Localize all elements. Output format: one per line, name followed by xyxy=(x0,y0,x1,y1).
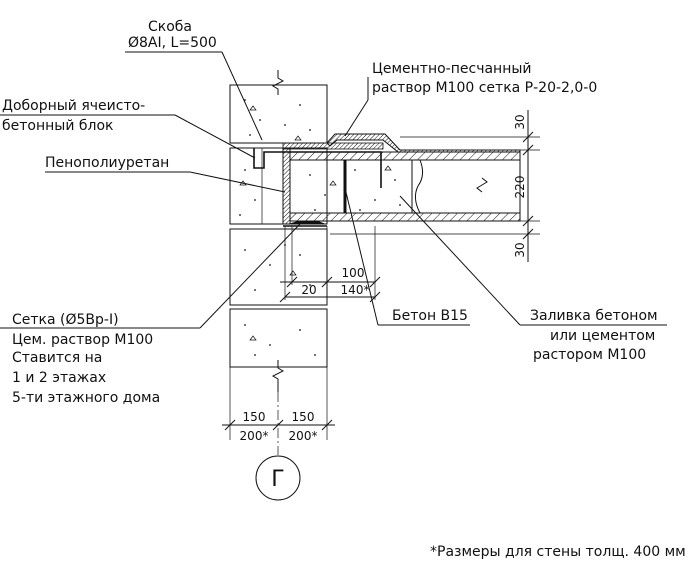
dim-140: 140* xyxy=(341,283,370,297)
dim-top-30: 30 xyxy=(513,114,527,129)
label-setka-line3: Ставится на xyxy=(12,350,102,366)
label-skoba: Скоба xyxy=(148,19,192,35)
dim-left-200: 200* xyxy=(240,429,269,443)
label-setka-line5: 5-ти этажного дома xyxy=(12,390,160,406)
label-setka-line1: Сетка (Ø5Вр-I) xyxy=(12,312,119,328)
leader-lines xyxy=(0,51,667,329)
block-upper xyxy=(229,84,328,144)
label-polyurethane: Пенополиуретан xyxy=(45,155,169,171)
dim-left-150: 150 xyxy=(243,410,266,424)
dim-right-150: 150 xyxy=(292,410,315,424)
mesh-mortar-joint xyxy=(283,221,327,227)
block-second xyxy=(229,147,328,225)
floor-slab xyxy=(289,151,521,222)
dim-100: 100 xyxy=(342,266,365,280)
dimension-bottom: 150 150 200* 200* xyxy=(222,367,335,443)
label-setka-line2: Цем. раствор М100 xyxy=(12,332,153,348)
cement-mortar-screed xyxy=(326,133,521,153)
dimension-bearing: 20 100 140* xyxy=(279,226,381,303)
dimension-right: 30 220 30 xyxy=(330,110,540,262)
wall-break-lines xyxy=(271,70,285,455)
dim-right-200: 200* xyxy=(289,429,318,443)
label-setka-line4: 1 и 2 этажах xyxy=(12,370,106,386)
dim-mid-220: 220 xyxy=(513,176,527,199)
bracket-rod xyxy=(253,148,382,188)
label-zaliv-line1: Заливка бетоном xyxy=(530,308,658,324)
block-lower xyxy=(229,308,328,368)
label-dobor-line1: Доборный ячеисто- xyxy=(2,98,145,114)
label-zaliv-line2: или цементом xyxy=(550,328,655,344)
label-cement-line1: Цементно-песчанный xyxy=(372,61,532,77)
dim-20: 20 xyxy=(301,283,316,297)
axis-letter: Г xyxy=(271,467,284,492)
label-cement-line2: раствор М100 сетка Р-20-2,0-0 xyxy=(372,80,597,96)
footnote: *Размеры для стены толщ. 400 мм xyxy=(430,544,686,560)
concrete-texture xyxy=(239,99,401,356)
label-zaliv-line3: растором М100 xyxy=(533,347,646,363)
dim-bot-30: 30 xyxy=(513,242,527,257)
label-dobor-line2: бетонный блок xyxy=(2,118,113,134)
label-beton: Бетон В15 xyxy=(392,308,468,324)
label-skoba-spec: Ø8AI, L=500 xyxy=(128,35,217,51)
axis-marker: Г xyxy=(255,455,301,501)
